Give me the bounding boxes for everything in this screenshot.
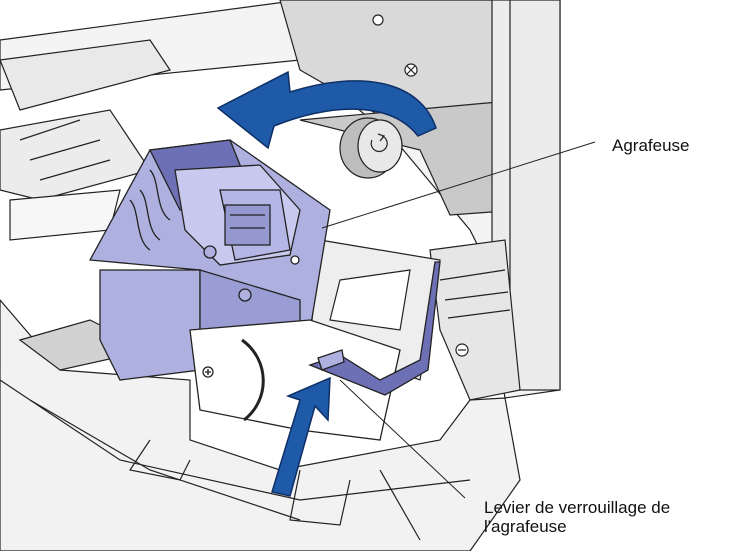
lock-lever-label-line1: Levier de verrouillage de — [484, 498, 671, 517]
stapler-base-plate — [189, 319, 401, 441]
stapler-lock-lever — [308, 261, 441, 396]
stapler-callout-label: Agrafeuse — [612, 136, 690, 155]
lock-lever-label-line2: l'agrafeuse — [484, 517, 567, 536]
stapler-leader-line — [321, 141, 596, 229]
rotation-knob — [339, 117, 403, 179]
push-up-arrow-icon — [271, 376, 331, 497]
lock-lever-callout-label: Levier de verrouillage de l'agrafeuse — [484, 498, 670, 536]
stapler-cartridge — [88, 139, 331, 381]
lever-leader-line — [339, 379, 466, 499]
printer-finisher-frame — [0, 0, 561, 551]
rotate-arrow-icon — [216, 70, 437, 150]
callout-leader-lines — [321, 141, 596, 499]
